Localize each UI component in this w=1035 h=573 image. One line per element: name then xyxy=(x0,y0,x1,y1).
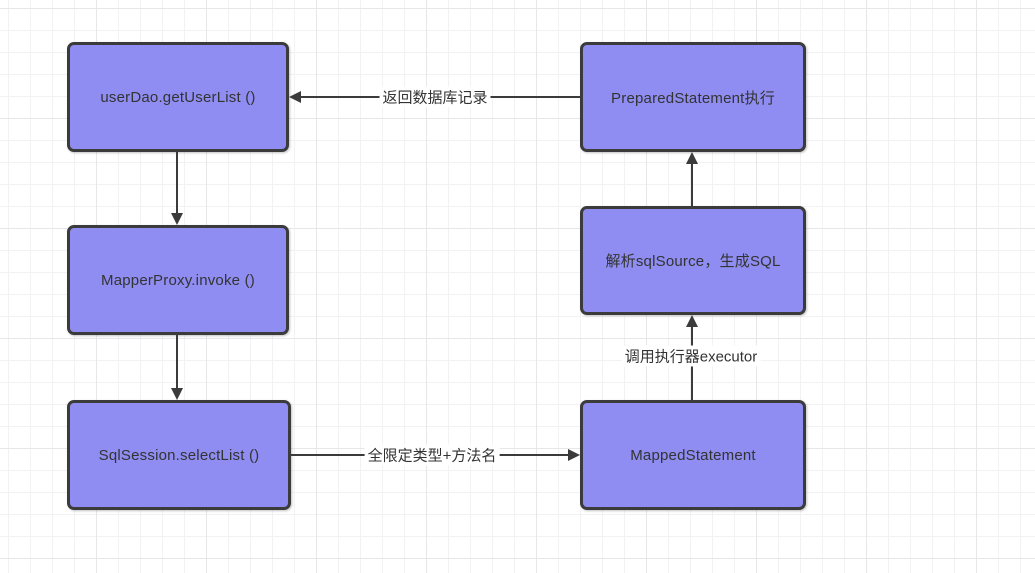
arrowhead-down-icon xyxy=(171,213,183,225)
edge-parsesqlsource-to-preparedstatement[interactable] xyxy=(691,164,693,206)
arrowhead-up-icon xyxy=(686,315,698,327)
arrowhead-down-icon xyxy=(171,388,183,400)
node-preparedstatement-execute[interactable]: PreparedStatement执行 xyxy=(580,42,806,152)
edge-userdao-to-mapperproxy[interactable] xyxy=(176,152,178,214)
node-label: MappedStatement xyxy=(630,446,756,464)
node-mappedstatement[interactable]: MappedStatement xyxy=(580,400,806,510)
arrowhead-right-icon xyxy=(568,449,580,461)
node-label: 解析sqlSource，生成SQL xyxy=(605,253,781,270)
node-userdao-getuserlist[interactable]: userDao.getUserList () xyxy=(67,42,289,152)
node-mapperproxy-invoke[interactable]: MapperProxy.invoke () xyxy=(67,225,289,335)
arrowhead-left-icon xyxy=(289,91,301,103)
edge-label-return-db-records: 返回数据库记录 xyxy=(379,86,491,108)
node-label: userDao.getUserList () xyxy=(100,88,256,106)
edge-mapperproxy-to-sqlsession[interactable] xyxy=(176,335,178,389)
node-label: SqlSession.selectList () xyxy=(98,446,260,464)
node-sqlsession-selectlist[interactable]: SqlSession.selectList () xyxy=(67,400,291,510)
node-parse-sqlsource-generate-sql[interactable]: 解析sqlSource，生成SQL xyxy=(580,206,806,315)
edge-label-call-executor: 调用执行器executor xyxy=(621,345,761,367)
edge-label-full-qualified-type-method: 全限定类型+方法名 xyxy=(364,444,500,466)
node-label: MapperProxy.invoke () xyxy=(101,271,255,289)
arrowhead-up-icon xyxy=(686,152,698,164)
node-label: PreparedStatement执行 xyxy=(611,89,775,107)
